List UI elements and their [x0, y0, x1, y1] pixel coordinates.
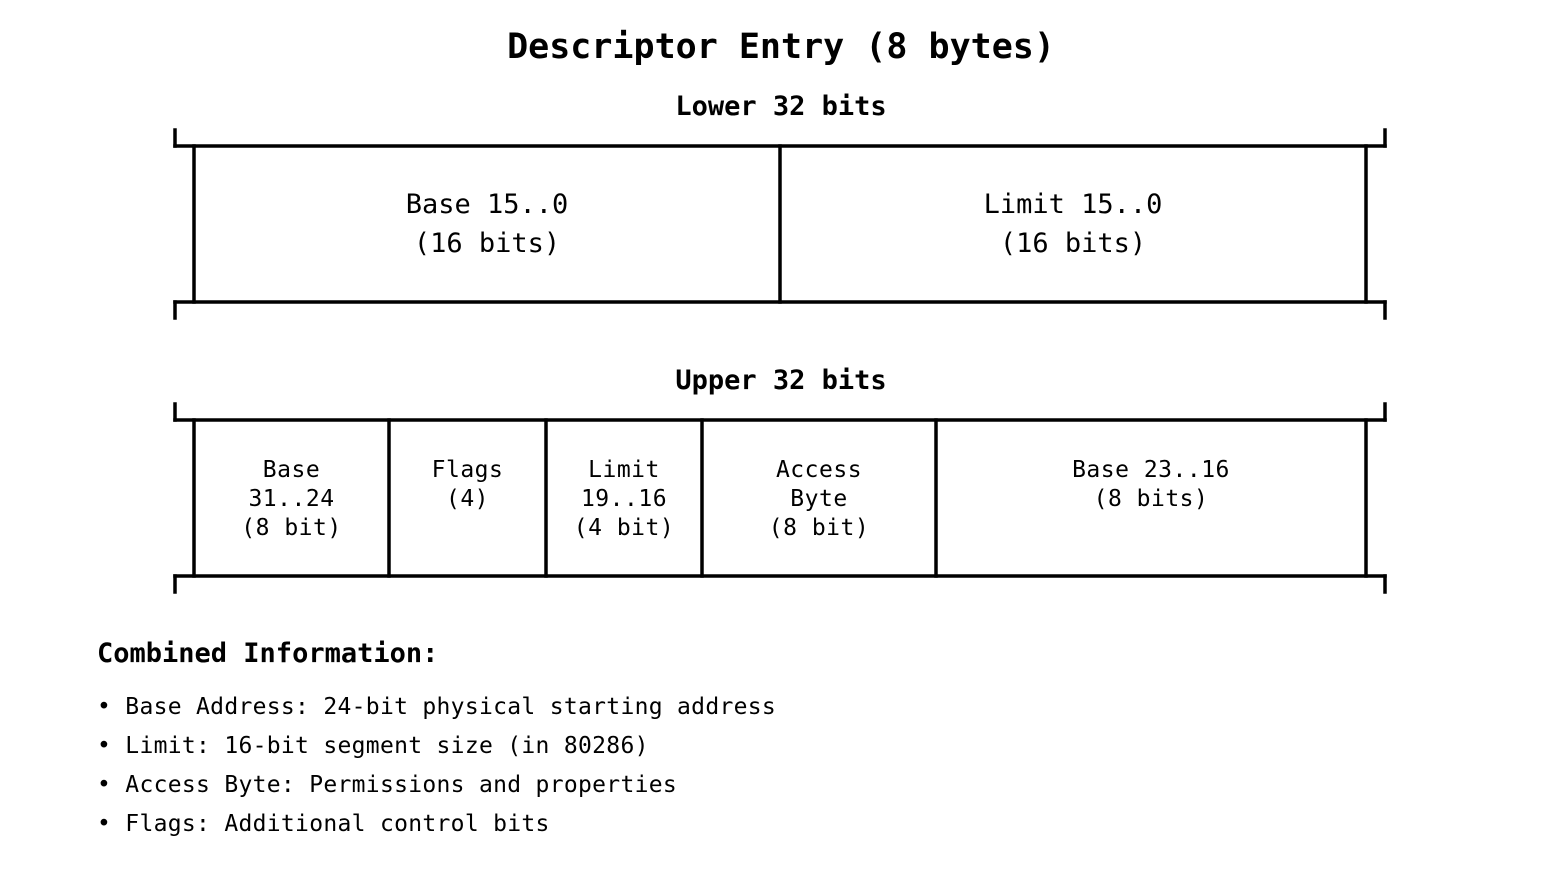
- info-heading: Combined Information:: [97, 638, 439, 669]
- upper-field-base-31-24: Base 31..24 (8 bit): [241, 457, 342, 541]
- upper-row-label: Upper 32 bits: [675, 365, 887, 396]
- diagram-title: Descriptor Entry (8 bytes): [507, 27, 1055, 67]
- lower-field-limit-15-0: Limit 15..0 (16 bits): [983, 189, 1163, 259]
- upper-bottom-bracket: [173, 574, 1387, 594]
- upper-field-flags: Flags (4): [431, 457, 504, 512]
- upper-field-limit-19-16: Limit 19..16 (4 bit): [573, 457, 675, 541]
- upper-dividers: [192, 418, 1368, 578]
- info-item-flags: • Flags: Additional control bits: [97, 811, 550, 837]
- info-list: • Base Address: 24-bit physical starting…: [97, 688, 776, 844]
- upper-top-bracket: [173, 402, 1387, 422]
- lower-bottom-bracket: [173, 300, 1387, 320]
- info-item-access-byte: • Access Byte: Permissions and propertie…: [97, 772, 678, 798]
- info-item-base-address: • Base Address: 24-bit physical starting…: [97, 694, 777, 720]
- lower-field-base-15-0: Base 15..0 (16 bits): [405, 189, 569, 259]
- lower-row-label: Lower 32 bits: [675, 91, 887, 122]
- upper-field-access-byte: Access Byte (8 bit): [768, 457, 870, 541]
- info-item-limit: • Limit: 16-bit segment size (in 80286): [97, 733, 649, 759]
- lower-dividers: [192, 144, 1368, 304]
- lower-top-bracket: [173, 128, 1387, 148]
- upper-field-base-23-16: Base 23..16 (8 bits): [1072, 457, 1230, 512]
